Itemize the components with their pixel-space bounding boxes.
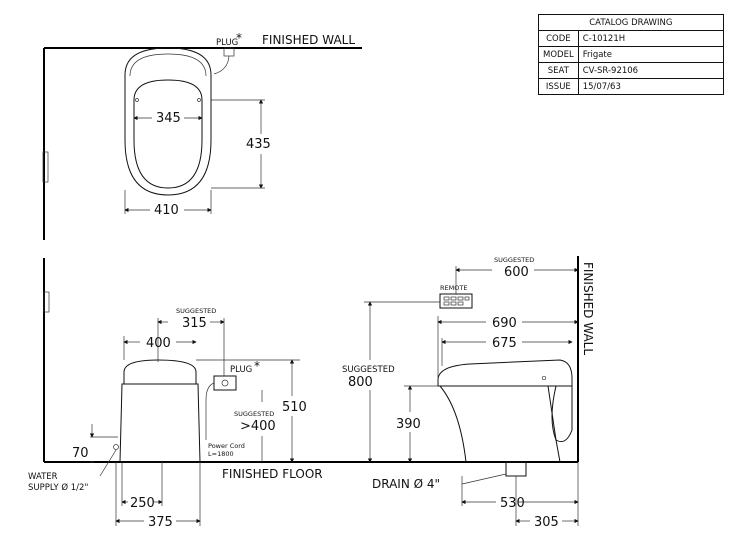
- dim-70: 70: [72, 446, 89, 461]
- water-supply-pipe: [113, 444, 119, 450]
- side-suggested-top-label: SUGGESTED: [494, 256, 534, 264]
- floor-label: FINISHED FLOOR: [222, 467, 323, 481]
- dim-bottom-extension: [115, 462, 201, 526]
- side-suggested-left-label: SUGGESTED: [342, 365, 395, 375]
- catalog-value: 15/07/63: [577, 78, 724, 95]
- dim-530-305-extension: [461, 462, 579, 526]
- top-tank-curve: [129, 53, 207, 77]
- dim-530: 530: [500, 496, 525, 511]
- dim-410: 410: [154, 203, 179, 218]
- dim-345: 345: [156, 111, 181, 126]
- dim-400-top: 400: [146, 336, 171, 351]
- top-hinge-right: [197, 98, 201, 102]
- front-power-cord: [205, 382, 215, 440]
- dim-315-extension: [157, 318, 225, 376]
- dim-305: 305: [534, 515, 559, 530]
- front-plug-label: PLUG: [230, 365, 252, 375]
- front-lid: [123, 359, 197, 385]
- remote-key: [464, 296, 470, 301]
- dim-375: 375: [148, 515, 173, 530]
- remote-key: [450, 296, 457, 301]
- top-power-cord: [213, 55, 230, 75]
- top-hinge-left: [135, 98, 139, 102]
- remote-key: [443, 296, 450, 301]
- remote-label: REMOTE: [440, 284, 467, 292]
- water-label-2: SUPPLY Ø 1/2": [28, 482, 88, 493]
- dim-510: 510: [282, 400, 307, 415]
- side-tank: [547, 385, 573, 443]
- drain-leader: [461, 473, 507, 485]
- top-plug-asterisk: *: [236, 31, 242, 45]
- remote-key: [457, 296, 464, 301]
- top-seat-outline: [133, 79, 203, 189]
- catalog-key: ISSUE: [538, 78, 579, 95]
- remote-key: [457, 301, 464, 306]
- front-view: FINISHED FLOOR PLUG * Power Cord L=1800 …: [28, 258, 578, 530]
- dim-435: 435: [246, 137, 271, 152]
- dim-70-extension: [90, 436, 118, 463]
- dim-250: 250: [130, 496, 155, 511]
- power-cord-label-2: L=1800: [208, 450, 234, 458]
- dim-600: 600: [504, 265, 529, 280]
- top-view: FINISHED WALL PLUG * 345 435 410: [42, 31, 362, 240]
- drain-label: DRAIN Ø 4": [372, 477, 440, 491]
- dim-390: 390: [396, 417, 421, 432]
- drain-pipe: [505, 461, 527, 477]
- front-plug-socket: [213, 375, 237, 391]
- top-bowl-outline: [124, 47, 212, 196]
- dim-gt400: >400: [240, 419, 276, 434]
- water-label-1: WATER: [28, 472, 58, 482]
- front-plug-asterisk: *: [254, 359, 260, 373]
- front-plug-hole: [221, 379, 229, 387]
- side-body: [439, 385, 561, 463]
- front-wall-fixture: [43, 291, 50, 313]
- top-plug-socket: [223, 47, 235, 57]
- dim-690: 690: [492, 316, 517, 331]
- remote-key: [443, 301, 450, 306]
- water-leader: [99, 449, 117, 477]
- remote-control: [439, 293, 473, 309]
- power-cord-label-1: Power Cord: [208, 442, 245, 450]
- front-body: [119, 383, 201, 463]
- dim-315: 315: [182, 316, 207, 331]
- side-wall-label: FINISHED WALL: [581, 262, 595, 355]
- side-button: [541, 375, 547, 381]
- wall-fixture: [42, 151, 49, 183]
- front-suggested-label-2: SUGGESTED: [234, 410, 274, 418]
- remote-key: [450, 301, 457, 306]
- dim-690-675-extension: [437, 316, 443, 380]
- side-view: FINISHED WALL DRAIN Ø 4" REMOTE SUGGESTE…: [342, 256, 595, 530]
- front-suggested-label: SUGGESTED: [176, 307, 216, 315]
- top-plug-label: PLUG: [216, 38, 238, 48]
- top-wall-label: FINISHED WALL: [262, 33, 355, 47]
- dim-800: 800: [348, 375, 373, 390]
- dim-435-extension: [211, 99, 265, 189]
- dim-675: 675: [492, 336, 517, 351]
- side-lid: [437, 359, 573, 387]
